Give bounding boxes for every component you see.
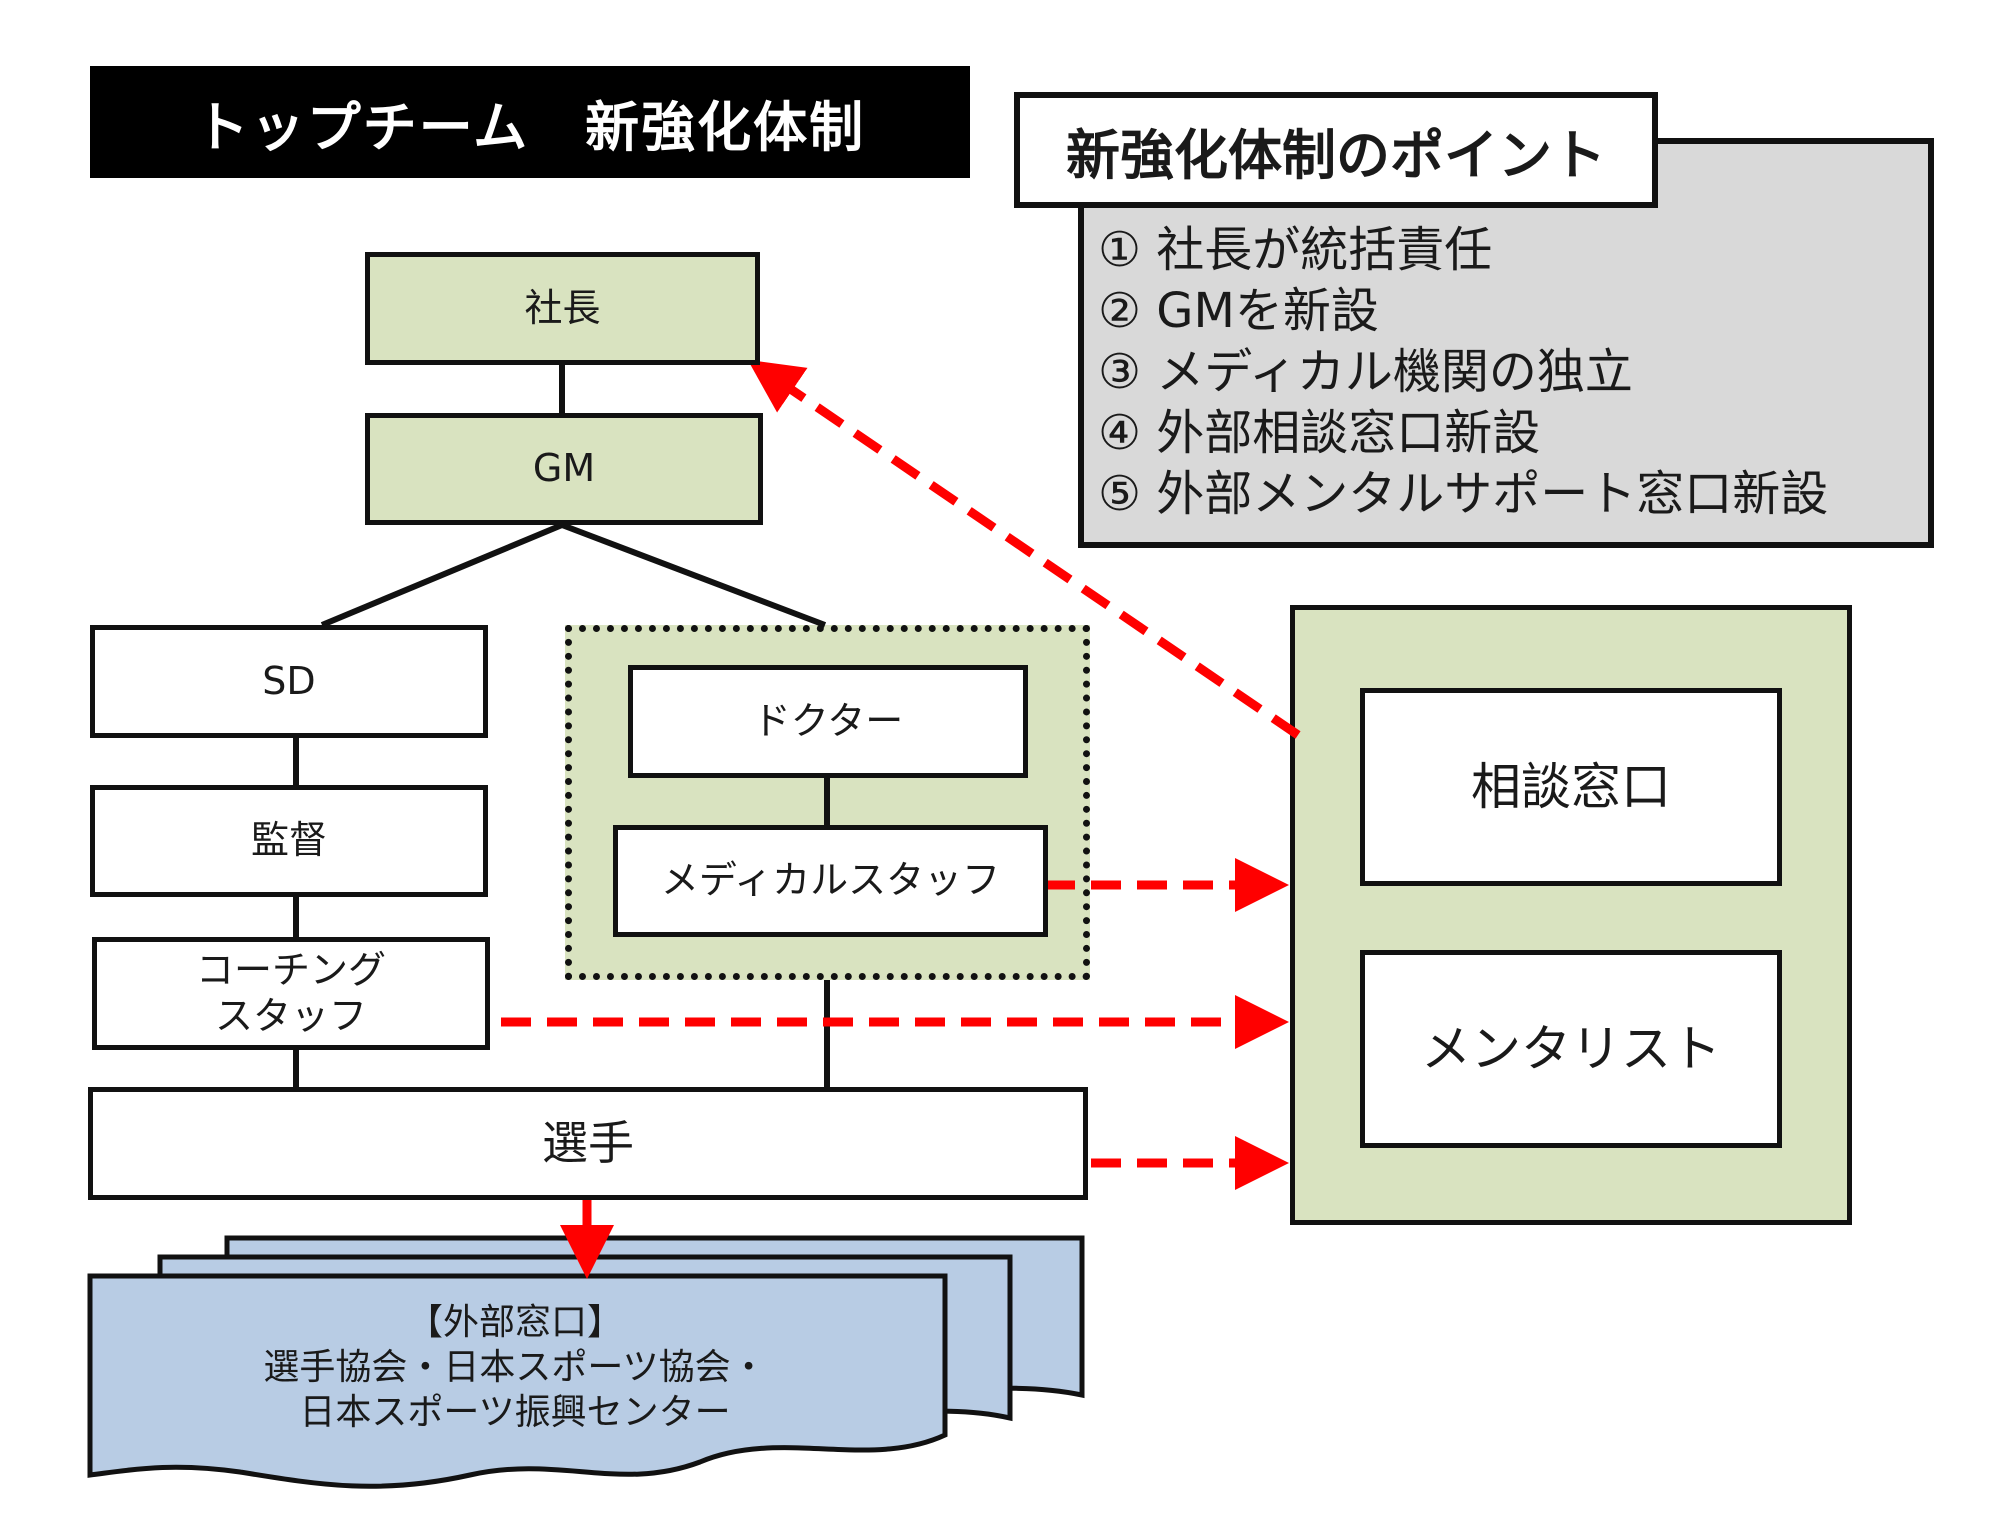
coaching-staff-label-1: コーチング: [195, 947, 386, 992]
sd-box: SD: [90, 625, 488, 738]
points-list: ① 社長が統括責任 ② GMを新設 ③ メディカル機関の独立 ④ 外部相談窓口新…: [1098, 220, 1918, 525]
external-doc-front: [87, 1273, 948, 1489]
mentalist-box: メンタリスト: [1360, 950, 1782, 1148]
diagram-title: トップチーム 新強化体制: [90, 66, 970, 178]
line-gm-medical: [560, 522, 827, 628]
manager-box: 監督: [90, 785, 488, 897]
doctor-box: ドクター: [628, 665, 1028, 778]
arrow-consult-to-president: [747, 359, 1301, 739]
coaching-staff-box: コーチング スタッフ: [92, 937, 490, 1050]
external-orgs-line1: 選手協会・日本スポーツ協会・: [263, 1347, 767, 1388]
line-gm-sd: [320, 522, 564, 628]
points-header: 新強化体制のポイント: [1014, 92, 1658, 208]
point-item: ⑤ 外部メンタルサポート窓口新設: [1098, 466, 1829, 522]
consultation-desk-box: 相談窓口: [1360, 688, 1782, 886]
coaching-staff-label-2: スタッフ: [214, 993, 367, 1038]
point-item: ① 社長が統括責任: [1098, 222, 1493, 278]
president-box: 社長: [365, 252, 760, 365]
point-item: ④ 外部相談窓口新設: [1098, 405, 1541, 461]
medical-staff-box: メディカルスタッフ: [613, 825, 1048, 937]
external-heading: 【外部窓口】: [406, 1302, 623, 1343]
point-item: ③ メディカル機関の独立: [1098, 344, 1633, 400]
point-item: ② GMを新設: [1098, 283, 1379, 339]
gm-box: GM: [365, 413, 763, 525]
external-contacts-text: 【外部窓口】 選手協会・日本スポーツ協会・ 日本スポーツ振興センター: [90, 1300, 940, 1435]
external-orgs-line2: 日本スポーツ振興センター: [299, 1392, 731, 1433]
players-box: 選手: [88, 1087, 1088, 1200]
